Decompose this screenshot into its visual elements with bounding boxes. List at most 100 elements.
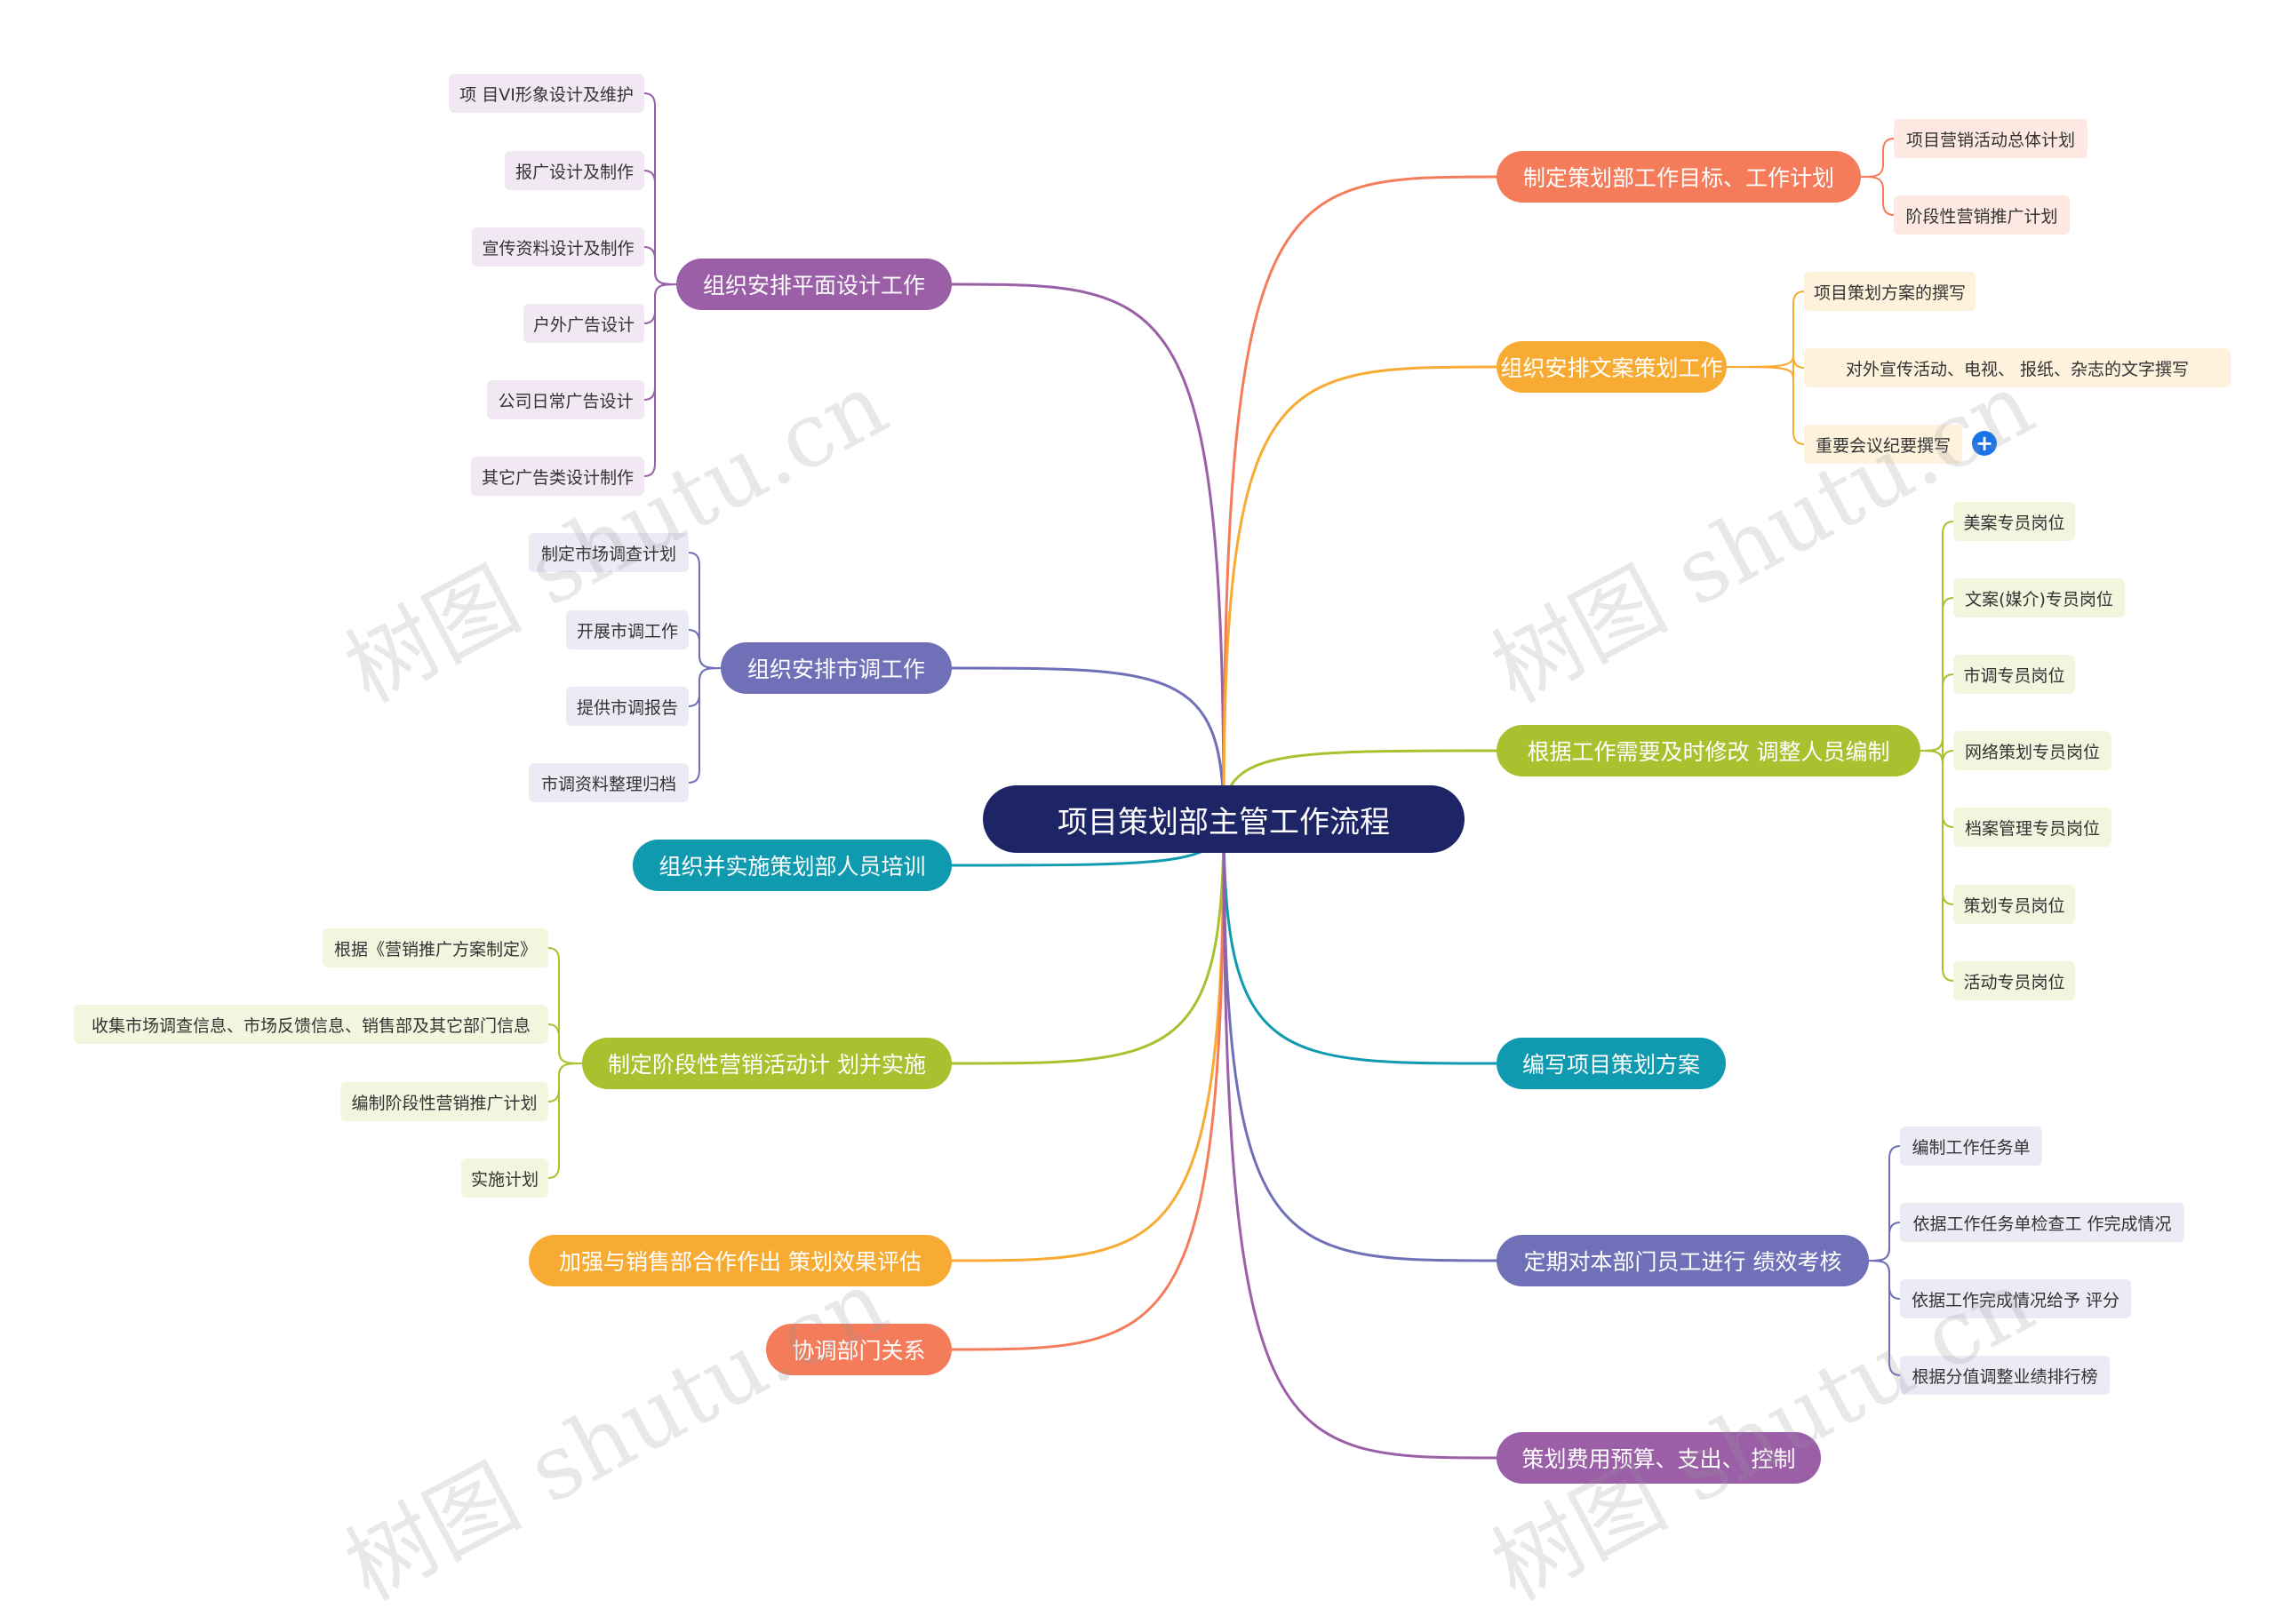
branch-budget-control[interactable]: 策划费用预算、支出、 控制 — [1497, 1432, 1821, 1484]
leaf-give-score[interactable]: 依据工作完成情况给予 评分 — [1900, 1279, 2131, 1318]
leaf-connector — [1868, 1222, 1901, 1262]
leaf-connector — [547, 1063, 583, 1179]
leaf-conduct-research[interactable]: 开展市调工作 — [566, 610, 689, 649]
leaf-label: 策划专员岗位 — [1963, 896, 2065, 916]
leaf-connector — [1726, 366, 1805, 445]
leaf-daily-ad[interactable]: 公司日常广告设计 — [487, 380, 644, 419]
branch-connector — [1222, 365, 1498, 821]
branch-label: 组织安排文案策划工作 — [1500, 355, 1723, 381]
branch-label: 制定阶段性营销活动计 划并实施 — [608, 1052, 926, 1078]
leaf-label: 开展市调工作 — [576, 621, 678, 641]
branch-copywriting[interactable]: 组织安排文案策划工作 — [1497, 341, 1727, 393]
branch-phased-marketing[interactable]: 制定阶段性营销活动计 划并实施 — [582, 1038, 952, 1089]
branch-connector — [950, 817, 1225, 1065]
leaf-connector — [643, 92, 677, 285]
leaf-other-ad[interactable]: 其它广告类设计制作 — [471, 457, 644, 496]
leaf-label: 市调专员岗位 — [1963, 665, 2065, 686]
leaf-connector — [547, 947, 583, 1064]
leaf-ranking[interactable]: 根据分值调整业绩排行榜 — [1900, 1356, 2110, 1395]
leaf-connector — [643, 283, 677, 477]
branch-connector — [1222, 817, 1498, 1262]
leaf-research-post[interactable]: 市调专员岗位 — [1953, 655, 2075, 694]
leaf-label: 依据工作完成情况给予 评分 — [1911, 1290, 2120, 1310]
leaf-connector — [1920, 737, 1954, 764]
leaf-newspaper-ad[interactable]: 报广设计及制作 — [505, 151, 644, 190]
leaf-label: 报广设计及制作 — [515, 162, 634, 182]
leaf-according-plan[interactable]: 根据《营销推广方案制定》 — [323, 928, 548, 967]
leaf-compile-plan[interactable]: 编制阶段性营销推广计划 — [340, 1082, 548, 1121]
leaf-check-completion[interactable]: 依据工作任务单检查工 作完成情况 — [1900, 1203, 2184, 1242]
plus-icon[interactable]: + — [1972, 431, 1997, 456]
leaf-copy-post[interactable]: 文案(媒介)专员岗位 — [1953, 578, 2125, 617]
leaf-label: 提供市调报告 — [576, 697, 678, 718]
leaf-planning-post[interactable]: 策划专员岗位 — [1953, 885, 2075, 924]
leaf-label: 宣传资料设计及制作 — [482, 238, 635, 259]
leaf-connector — [1860, 138, 1895, 178]
branch-label: 组织安排平面设计工作 — [702, 273, 925, 299]
leaf-brochure-design[interactable]: 宣传资料设计及制作 — [472, 227, 644, 267]
leaf-connector — [1726, 291, 1805, 368]
leaf-label: 依据工作任务单检查工 作完成情况 — [1912, 1214, 2172, 1234]
branch-label: 编写项目策划方案 — [1521, 1052, 1700, 1078]
leaf-connector — [547, 1023, 583, 1064]
leaf-label: 对外宣传活动、电视、 报纸、杂志的文字撰写 — [1845, 359, 2190, 379]
leaf-label: 项 目VI形象设计及维护 — [459, 84, 634, 105]
leaf-connector — [1868, 1145, 1901, 1262]
mindmap-canvas: 项目策划部主管工作流程 组织安排平面设计工作 组织安排市调工作 组织并实施策划部… — [74, 74, 2231, 1620]
branch-label: 协调部门关系 — [792, 1338, 926, 1364]
leaf-art-post[interactable]: 美案专员岗位 — [1953, 502, 2075, 541]
leaf-collect-info[interactable]: 收集市场调查信息、市场反馈信息、销售部及其它部门信息 — [74, 1005, 548, 1044]
leaf-vi-design[interactable]: 项 目VI形象设计及维护 — [449, 74, 644, 113]
root-node[interactable]: 项目策划部主管工作流程 — [983, 785, 1465, 853]
leaf-connector — [1860, 176, 1895, 216]
leaf-event-post[interactable]: 活动专员岗位 — [1953, 961, 2075, 1000]
branch-connector — [950, 817, 1225, 1262]
leaf-connector — [643, 283, 677, 401]
leaf-label: 实施计划 — [470, 1169, 539, 1190]
leaf-label: 市调资料整理归档 — [540, 774, 676, 794]
branch-write-plan[interactable]: 编写项目策划方案 — [1497, 1038, 1726, 1089]
leaf-phased-plan[interactable]: 阶段性营销推广计划 — [1894, 195, 2070, 235]
leaf-label: 收集市场调查信息、市场反馈信息、销售部及其它部门信息 — [91, 1015, 531, 1036]
branch-work-goals[interactable]: 制定策划部工作目标、工作计划 — [1497, 151, 1861, 203]
branch-graphic-design[interactable]: 组织安排平面设计工作 — [676, 259, 952, 310]
branch-performance-review[interactable]: 定期对本部门员工进行 绩效考核 — [1497, 1235, 1869, 1286]
leaf-label: 档案管理专员岗位 — [1964, 818, 2100, 839]
leaf-label: 编制工作任务单 — [1912, 1137, 2031, 1158]
leaf-connector — [688, 667, 722, 784]
branch-label: 根据工作需要及时修改 调整人员编制 — [1527, 739, 1890, 765]
leaf-network-post[interactable]: 网络策划专员岗位 — [1953, 731, 2111, 770]
branch-staff-training[interactable]: 组织并实施策划部人员培训 — [633, 840, 952, 891]
branch-label: 组织安排市调工作 — [746, 657, 925, 682]
leaf-research-report[interactable]: 提供市调报告 — [566, 687, 689, 726]
branch-label: 组织并实施策划部人员培训 — [659, 854, 926, 880]
leaf-connector — [1920, 750, 1954, 905]
leaf-plan-writing[interactable]: 项目策划方案的撰写 — [1804, 272, 1976, 311]
leaf-research-archive[interactable]: 市调资料整理归档 — [529, 763, 689, 802]
leaf-meeting-minutes[interactable]: 重要会议纪要撰写 — [1804, 425, 1962, 464]
branch-sales-cooperation[interactable]: 加强与销售部合作作出 策划效果评估 — [529, 1235, 952, 1286]
branch-connector — [1222, 817, 1498, 1460]
leaf-label: 重要会议纪要撰写 — [1815, 435, 1951, 456]
leaf-label: 公司日常广告设计 — [498, 391, 634, 411]
leaf-connector — [688, 667, 722, 707]
leaf-outdoor-ad[interactable]: 户外广告设计 — [523, 304, 644, 343]
leaf-implement-plan[interactable]: 实施计划 — [461, 1158, 548, 1198]
branch-department-relations[interactable]: 协调部门关系 — [766, 1324, 952, 1375]
leaf-connector — [643, 246, 677, 285]
leaf-connector — [688, 552, 722, 669]
leaf-connector — [547, 1063, 583, 1103]
leaf-overall-plan[interactable]: 项目营销活动总体计划 — [1894, 119, 2087, 158]
leaf-media-writing[interactable]: 对外宣传活动、电视、 报纸、杂志的文字撰写 — [1804, 348, 2231, 387]
connector-lines — [547, 92, 1954, 1460]
leaf-label: 其它广告类设计制作 — [481, 467, 634, 488]
leaf-archive-post[interactable]: 档案管理专员岗位 — [1953, 808, 2111, 847]
leaf-connector — [1868, 1260, 1901, 1300]
leaf-task-sheet[interactable]: 编制工作任务单 — [1900, 1126, 2042, 1166]
leaf-research-plan[interactable]: 制定市场调查计划 — [529, 533, 689, 572]
leaf-label: 美案专员岗位 — [1963, 513, 2065, 533]
branch-staffing-adjustment[interactable]: 根据工作需要及时修改 调整人员编制 — [1497, 725, 1920, 776]
leaf-label: 编制阶段性营销推广计划 — [351, 1093, 538, 1113]
branch-market-research[interactable]: 组织安排市调工作 — [721, 642, 952, 694]
leaf-label: 户外广告设计 — [532, 314, 635, 335]
